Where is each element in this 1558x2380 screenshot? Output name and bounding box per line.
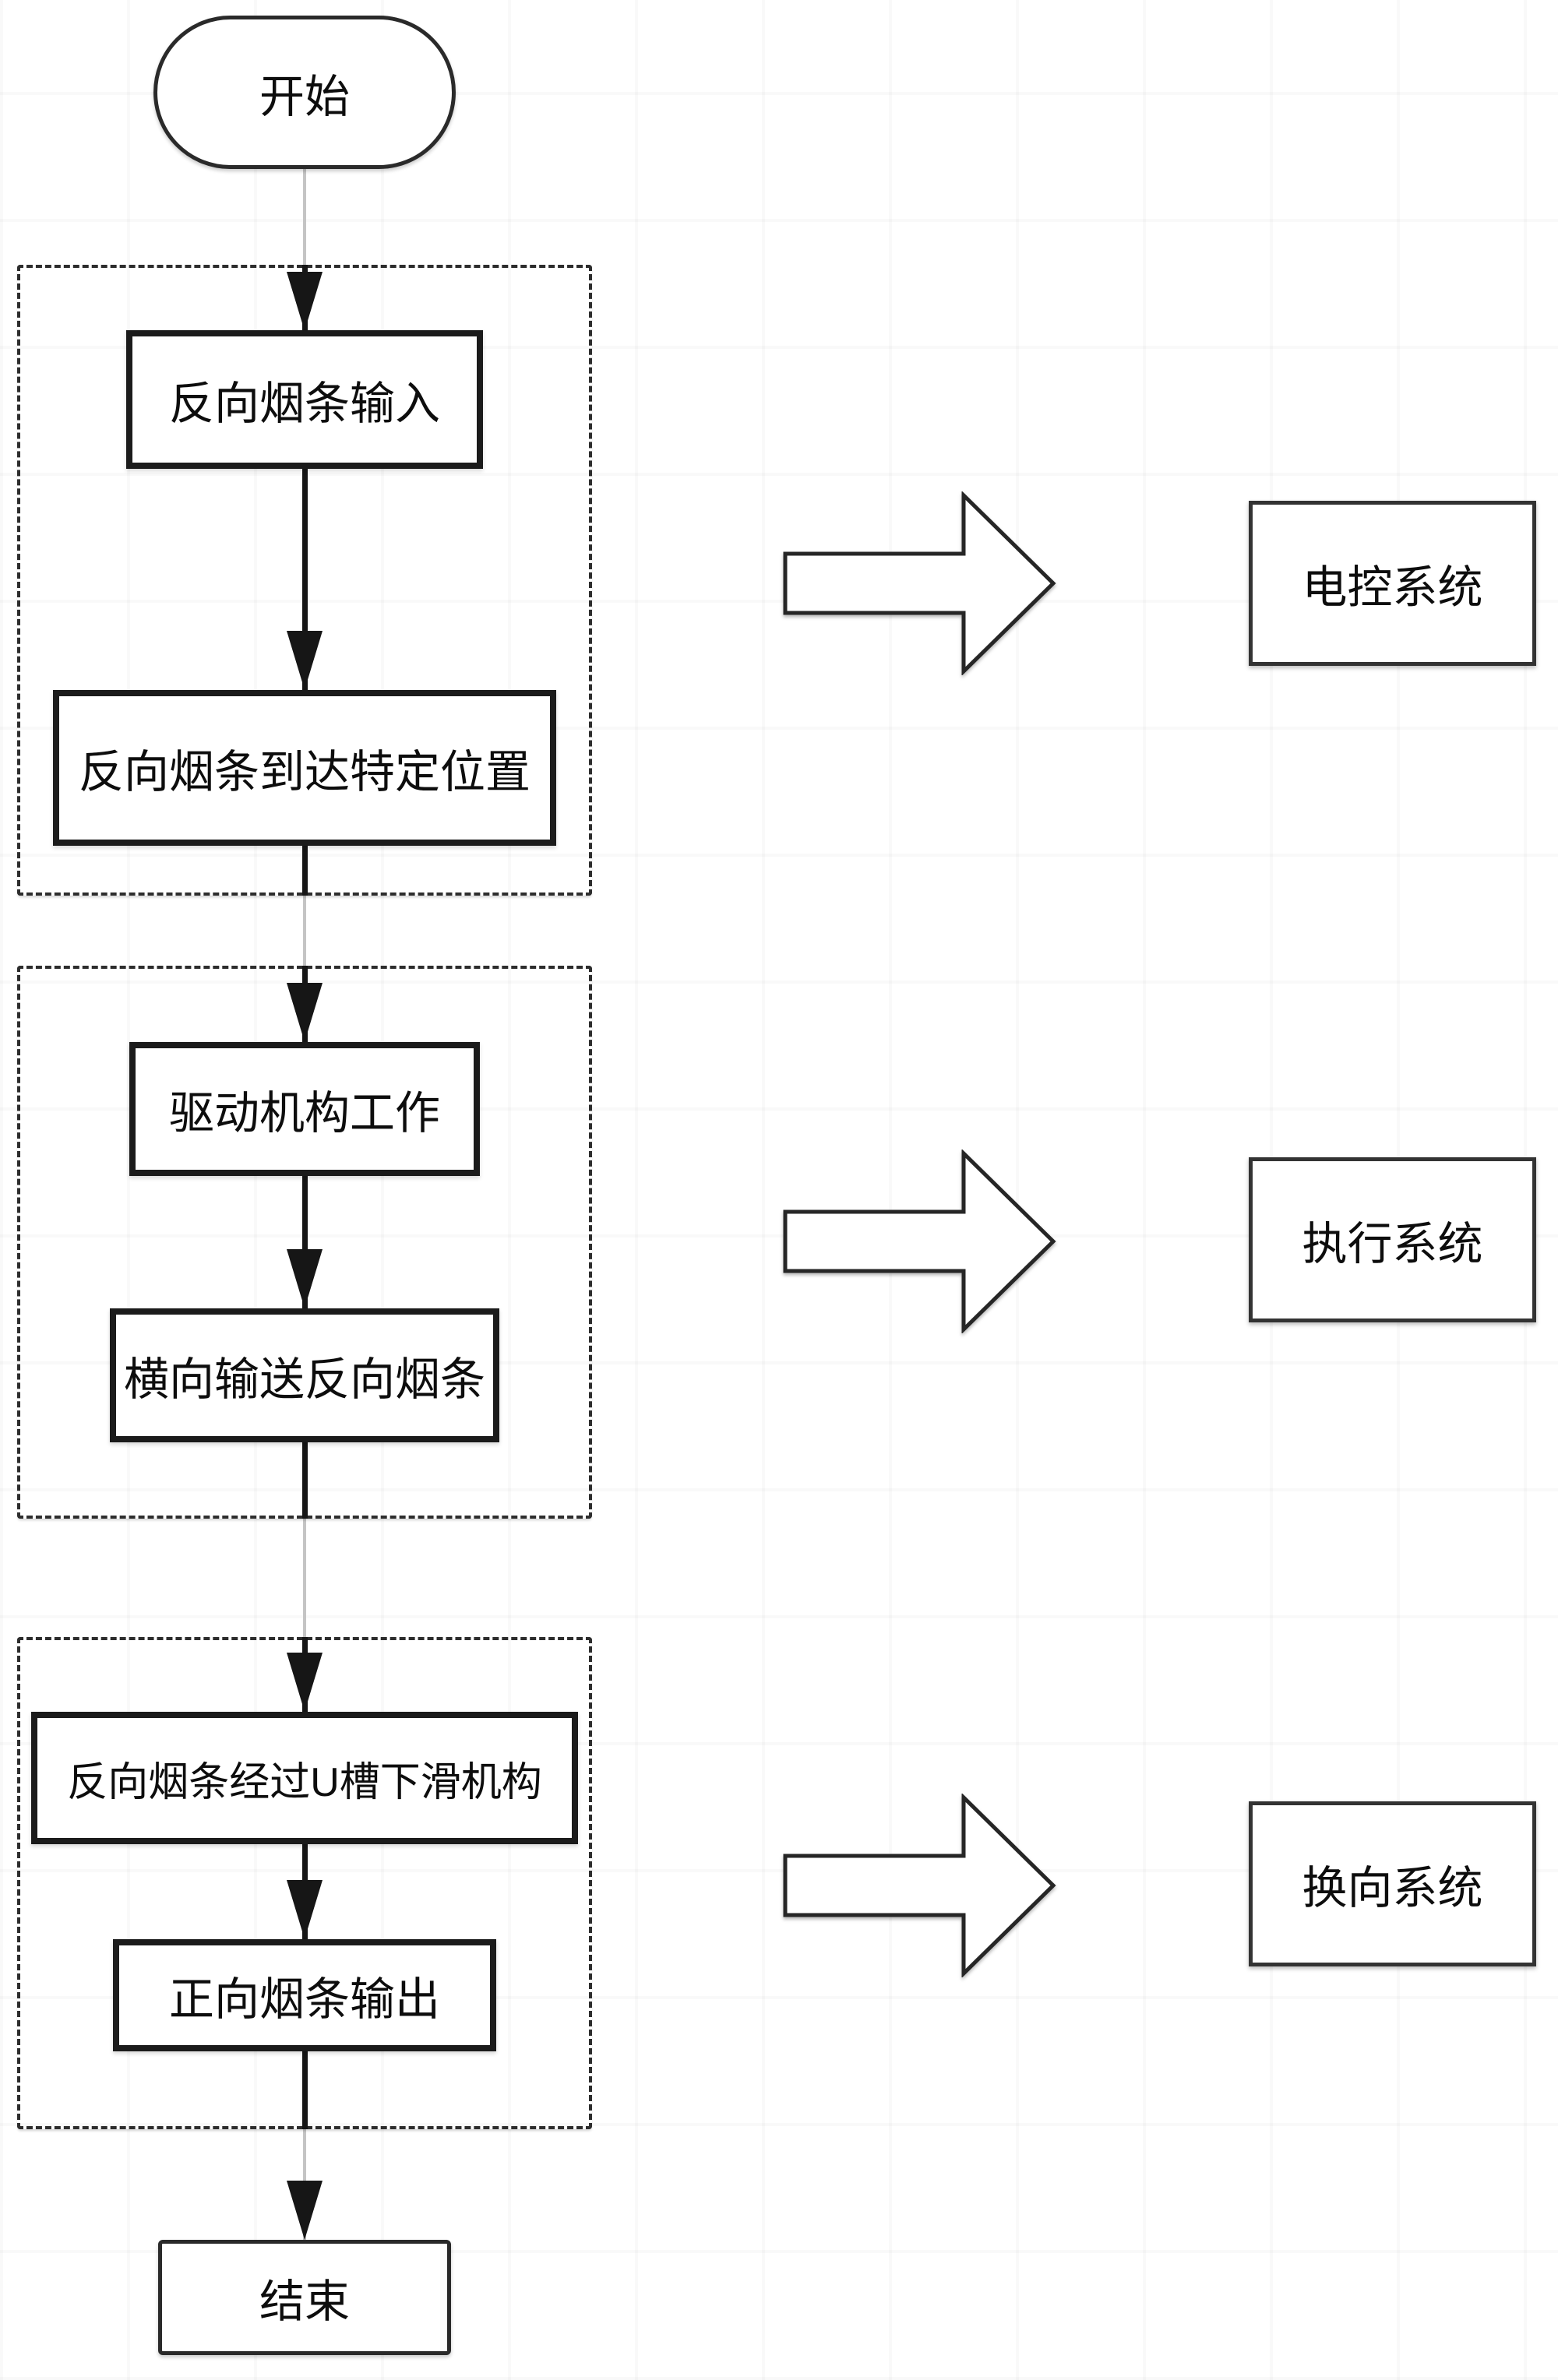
step-label: 反向烟条输入 xyxy=(168,378,440,429)
connector-segment xyxy=(302,1442,308,1519)
step-u-slot-slide-mechanism: 反向烟条经过U槽下滑机构 xyxy=(31,1712,578,1844)
step-label: 反向烟条经过U槽下滑机构 xyxy=(67,1759,542,1805)
block-arrow-right-icon xyxy=(783,1794,1056,1977)
step-label: 横向输送反向烟条 xyxy=(123,1354,485,1405)
step-label: 正向烟条输出 xyxy=(168,1974,440,2025)
arrowhead-down-icon xyxy=(287,631,323,690)
arrowhead-down-icon xyxy=(287,1249,323,1308)
system-box-reversing: 换向系统 xyxy=(1249,1801,1536,1966)
arrowhead-down-icon xyxy=(287,1880,323,1939)
step-forward-stick-output: 正向烟条输出 xyxy=(113,1939,496,2051)
block-arrow-right-icon xyxy=(783,491,1056,675)
system-label: 换向系统 xyxy=(1302,1863,1483,1914)
end-label: 结束 xyxy=(259,2276,350,2327)
step-label: 驱动机构工作 xyxy=(168,1088,440,1139)
system-box-execution: 执行系统 xyxy=(1249,1157,1536,1322)
end-node: 结束 xyxy=(158,2240,451,2355)
arrowhead-down-icon xyxy=(287,1653,323,1712)
connector-segment xyxy=(302,846,308,896)
arrowhead-down-icon xyxy=(287,2181,323,2240)
step-reverse-stick-reach-position: 反向烟条到达特定位置 xyxy=(53,690,556,846)
connector-segment xyxy=(302,469,308,690)
connector-segment xyxy=(302,1176,308,1308)
system-label: 电控系统 xyxy=(1302,562,1483,613)
step-transverse-convey: 横向输送反向烟条 xyxy=(110,1308,499,1442)
system-box-electric-control: 电控系统 xyxy=(1249,501,1536,666)
step-reverse-stick-input: 反向烟条输入 xyxy=(126,330,483,469)
block-arrow-right-icon xyxy=(783,1150,1056,1333)
step-label: 反向烟条到达特定位置 xyxy=(78,747,530,797)
start-label: 开始 xyxy=(259,71,350,122)
step-drive-mechanism-work: 驱动机构工作 xyxy=(129,1042,480,1176)
arrowhead-down-icon xyxy=(287,983,323,1042)
start-node: 开始 xyxy=(153,16,456,169)
system-label: 执行系统 xyxy=(1302,1219,1483,1269)
arrowhead-down-icon xyxy=(287,272,323,331)
connector-segment xyxy=(302,2051,308,2129)
